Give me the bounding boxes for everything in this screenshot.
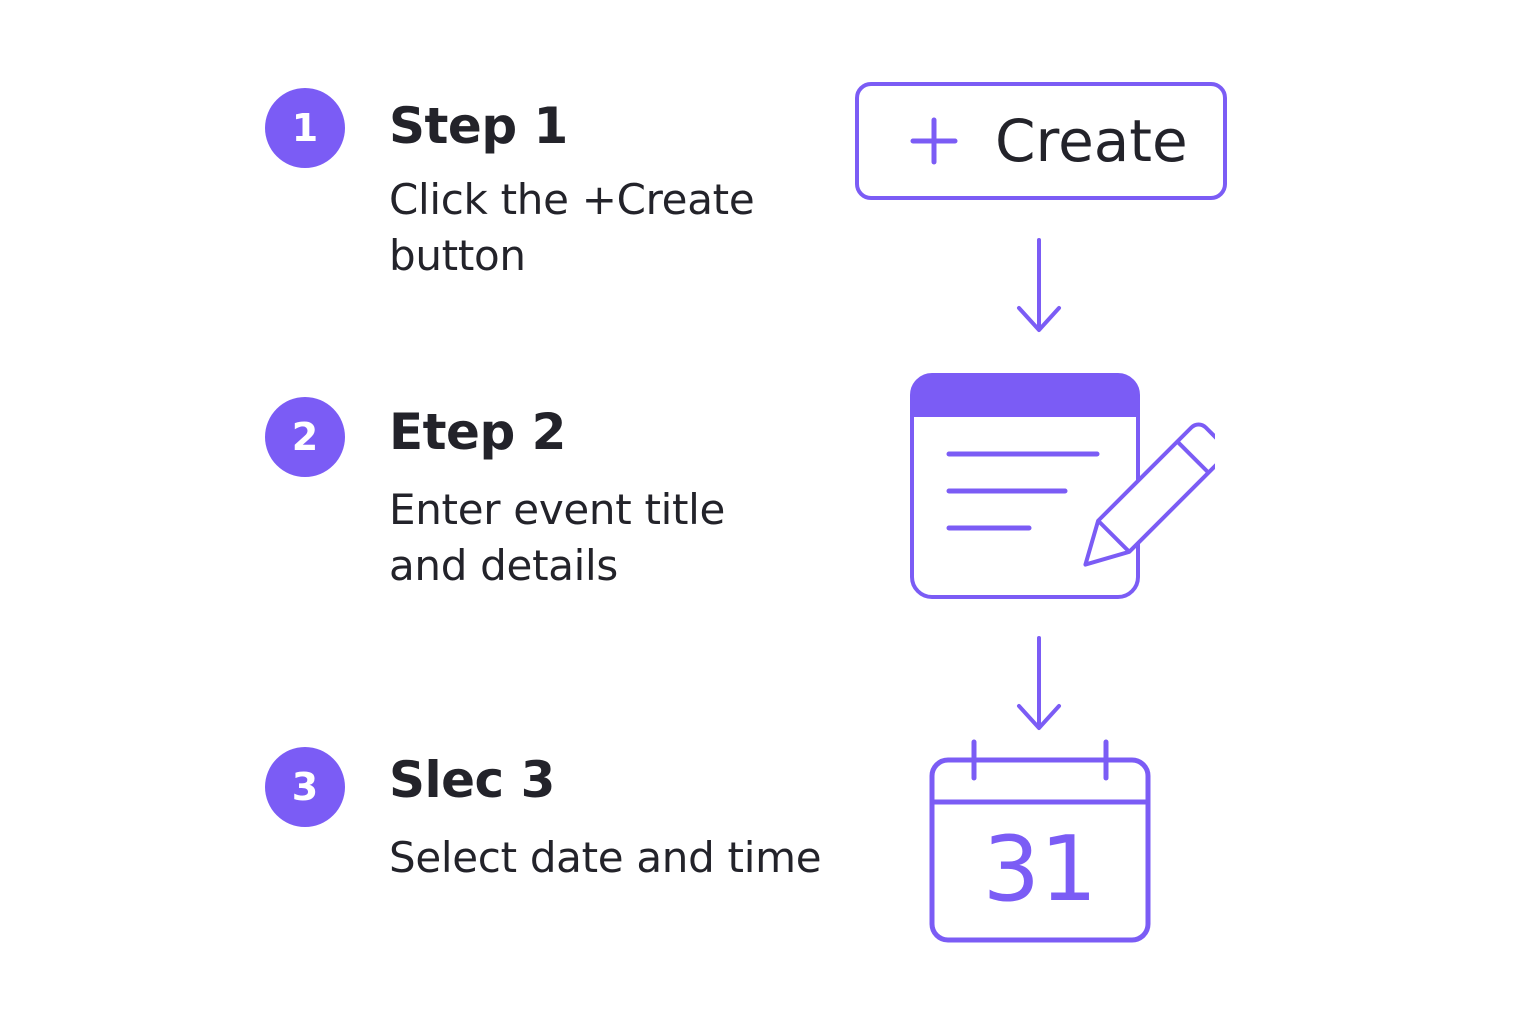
step-description-line: Select date and time: [389, 833, 822, 882]
step-description-line: Click the +Create: [389, 175, 755, 224]
step-description: Click the +Create button: [389, 172, 755, 284]
step-description-line: button: [389, 231, 526, 280]
step-title: Slec 3: [389, 751, 555, 809]
calendar-icon: [929, 739, 1151, 943]
arrow-down-icon: [1017, 636, 1061, 730]
step-description-line: Enter event title: [389, 485, 726, 534]
step-description-line: and details: [389, 541, 618, 590]
calendar-day-number: 31: [982, 817, 1098, 922]
plus-icon: [910, 117, 958, 165]
step-title: Etep 2: [389, 403, 566, 461]
step-number-badge: 2: [265, 397, 345, 477]
step-number-badge: 3: [265, 747, 345, 827]
step-description: Select date and time: [389, 830, 822, 886]
arrow-down-icon: [1017, 238, 1061, 332]
create-button-label: Create: [995, 107, 1188, 175]
step-title: Step 1: [389, 97, 568, 155]
form-pencil-icon: [910, 373, 1215, 599]
step-description: Enter event title and details: [389, 482, 725, 594]
create-button[interactable]: Create: [855, 82, 1227, 200]
step-number-badge: 1: [265, 88, 345, 168]
